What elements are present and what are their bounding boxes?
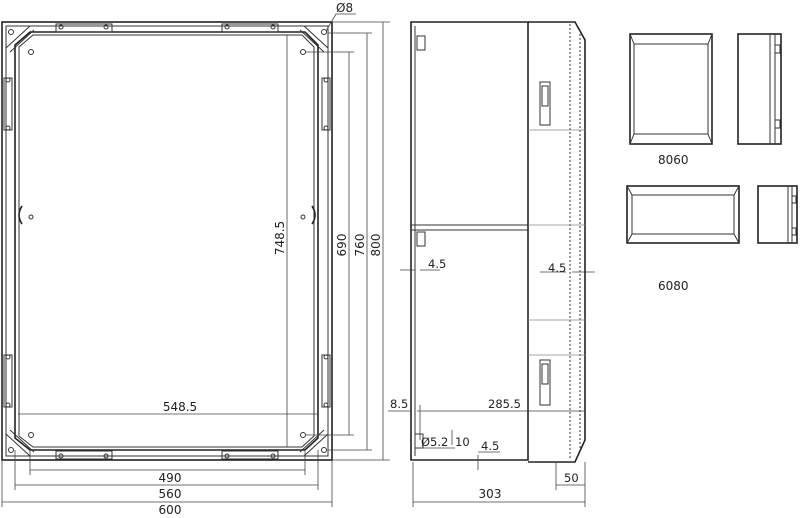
dim-wall-right: 4.5 xyxy=(548,261,566,275)
variant-8060: 8060 xyxy=(629,33,782,167)
dim-wall-left: 4.5 xyxy=(428,257,446,271)
dim-490: 490 xyxy=(159,471,182,485)
variant-6080: 6080 xyxy=(626,185,798,293)
dim-285-5: 285.5 xyxy=(488,397,521,411)
hole-diameter-label: Ø8 xyxy=(336,1,353,15)
dim-760: 760 xyxy=(353,234,367,257)
dim-hole-depth: 10 xyxy=(455,435,470,449)
dim-560: 560 xyxy=(159,487,182,501)
lid-section xyxy=(528,21,586,463)
dim-hole: Ø5.2 xyxy=(421,435,448,449)
dim-303: 303 xyxy=(479,487,502,501)
variant-label: 6080 xyxy=(658,279,689,293)
dim-8-5: 8.5 xyxy=(390,397,408,411)
body-section xyxy=(410,21,529,461)
side-view: 4.5 4.5 8.5 285.5 Ø5.2 10 4.5 50 303 xyxy=(388,21,595,507)
dim-bottom-wall: 4.5 xyxy=(481,439,499,453)
dim-50: 50 xyxy=(564,471,579,485)
enclosure-outline xyxy=(1,21,333,461)
dim-548-5: 548.5 xyxy=(163,400,197,414)
variant-label: 8060 xyxy=(658,153,689,167)
dim-748-5: 748.5 xyxy=(273,221,287,255)
front-view: Ø8 800 760 690 748.5 548.5 490 560 600 xyxy=(1,1,390,517)
dim-600: 600 xyxy=(159,503,182,517)
dim-690: 690 xyxy=(335,234,349,257)
dim-800: 800 xyxy=(369,234,383,257)
